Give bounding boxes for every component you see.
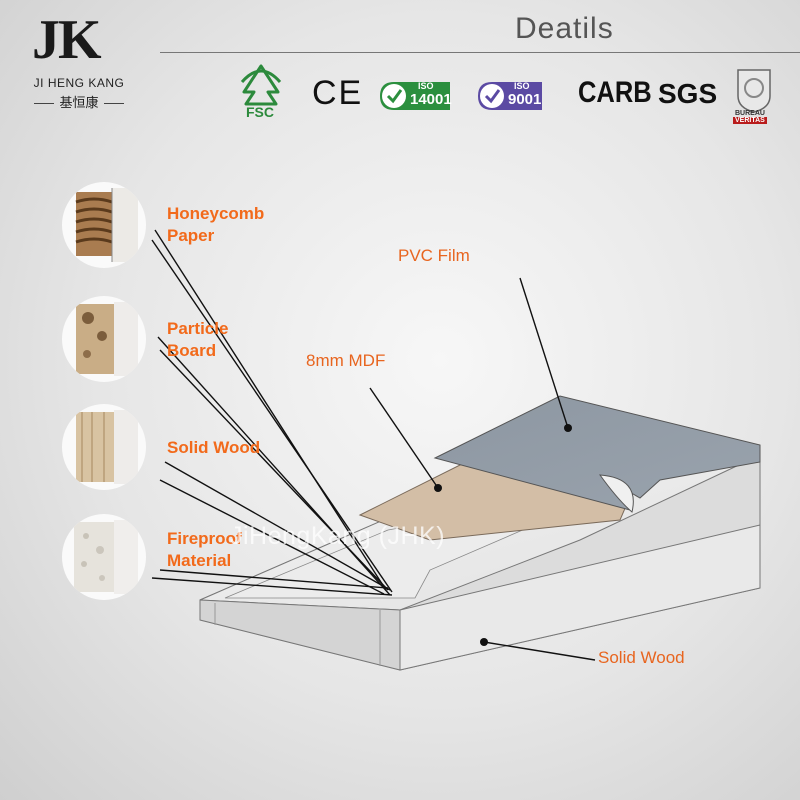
iso-9001-badge-icon: ISO 9001 bbox=[474, 78, 546, 114]
ce-mark-icon: CE bbox=[312, 74, 364, 112]
fireproof-core-icon bbox=[62, 514, 146, 600]
fireproof-material-label: Fireproof Material bbox=[167, 529, 242, 570]
page-title: Deatils bbox=[515, 12, 614, 45]
particle-board-core-icon bbox=[62, 296, 146, 382]
bureau-veritas-logo-icon: BUREAU VERITAS bbox=[732, 66, 776, 124]
solid-wood-frame-label: Solid Wood bbox=[598, 648, 685, 667]
honeycomb-paper-label: Honeycomb Paper bbox=[167, 204, 265, 245]
brand-name: JI HENG KANG bbox=[33, 76, 125, 90]
pvc-film-layer bbox=[433, 395, 761, 513]
solid-wood-core-icon bbox=[62, 404, 146, 490]
watermark: JiHengKang (JHK) bbox=[230, 522, 446, 550]
brand-name-chinese: 基恒康 bbox=[14, 92, 144, 111]
solid-wood-core-label: Solid Wood bbox=[167, 438, 261, 457]
pvc-callout-dot bbox=[564, 424, 572, 432]
honeycomb-core-icon bbox=[62, 182, 146, 268]
carb-logo-icon: CARB bbox=[578, 76, 652, 109]
fsc-logo-icon: FSC bbox=[236, 62, 286, 122]
pvc-film-label: PVC Film bbox=[398, 246, 470, 265]
sgs-logo-icon: SGS bbox=[658, 78, 718, 109]
brand-logo: JK JI HENG KANG 基恒康 bbox=[14, 8, 144, 111]
iso-14001-badge-icon: ISO 14001 bbox=[376, 78, 454, 114]
frame-callout-dot bbox=[480, 638, 488, 646]
mdf-callout-dot bbox=[434, 484, 442, 492]
particle-board-label: Particle Board bbox=[167, 319, 229, 360]
header-divider bbox=[160, 52, 800, 53]
fsc-label: FSC bbox=[246, 104, 274, 120]
callout-lines bbox=[151, 229, 596, 661]
mdf-label: 8mm MDF bbox=[306, 351, 386, 370]
brand-mark: JK bbox=[32, 9, 102, 71]
